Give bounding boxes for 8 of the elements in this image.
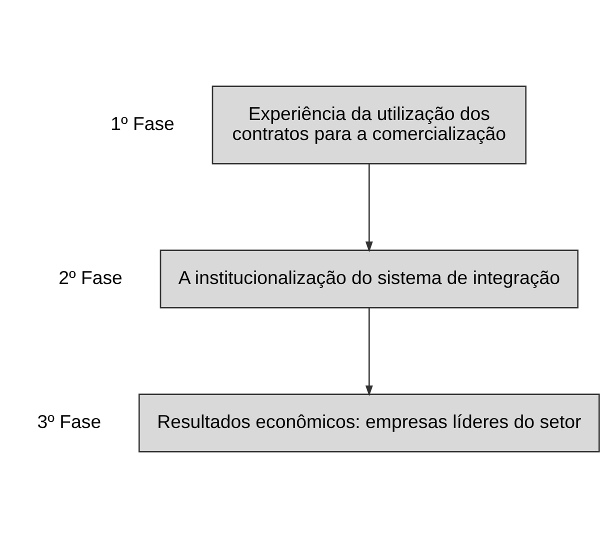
node-label: 2º Fase	[58, 266, 122, 288]
arrow	[365, 307, 373, 396]
node-box: Experiência da utilização dos contratos para a comercialização	[212, 85, 526, 164]
node-box: Resultados econômicos: empresas líderes do setor	[138, 393, 600, 452]
arrow	[365, 163, 373, 252]
node-label: 1º Fase	[110, 112, 174, 134]
node-label: 3º Fase	[37, 410, 102, 432]
node-box: A institucionalização do sistema de integração	[160, 249, 578, 308]
